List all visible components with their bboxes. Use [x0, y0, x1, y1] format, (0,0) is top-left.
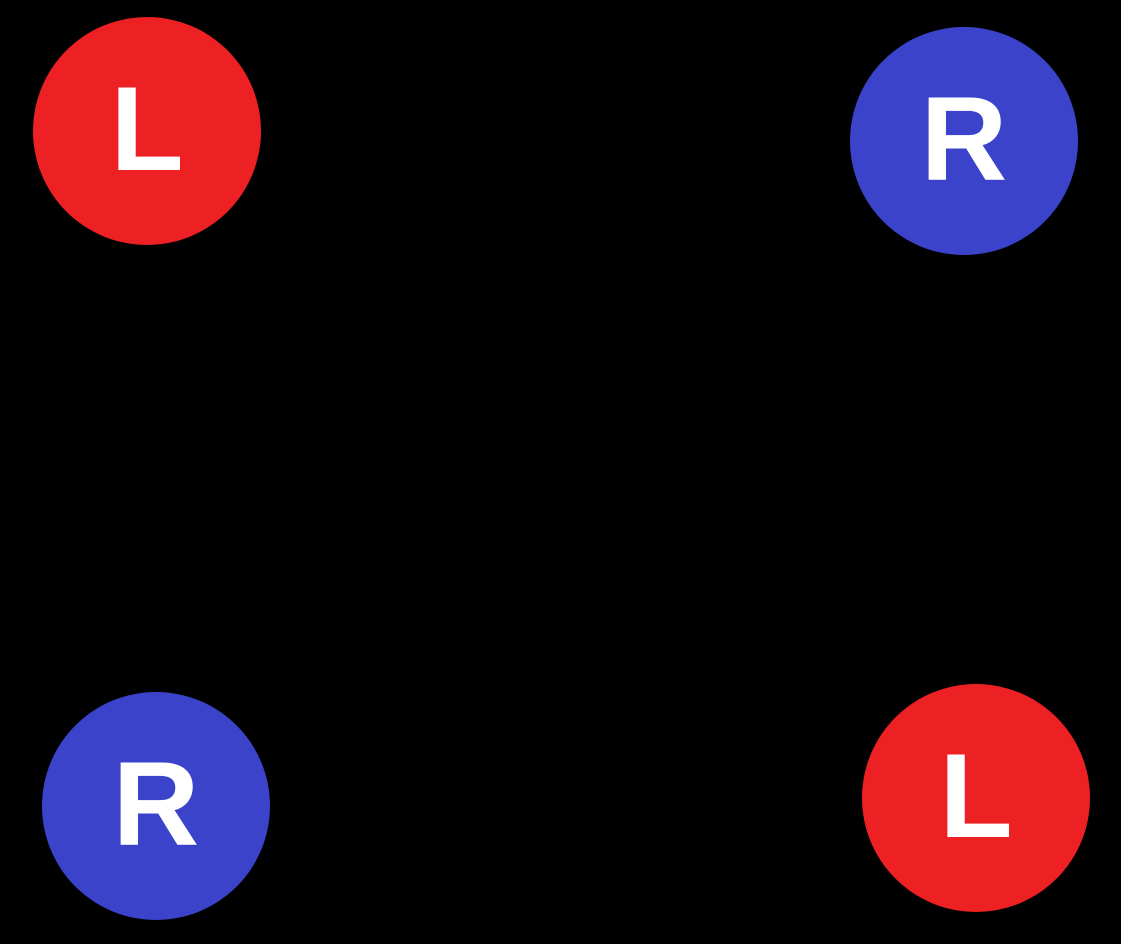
- marker-label-bottom-right: L: [939, 729, 1013, 863]
- marker-top-left[interactable]: L: [33, 17, 261, 245]
- marker-label-bottom-left: R: [112, 737, 200, 871]
- marker-top-right[interactable]: R: [850, 27, 1078, 255]
- marker-bottom-right[interactable]: L: [862, 684, 1090, 912]
- marker-label-top-right: R: [920, 72, 1008, 206]
- marker-label-top-left: L: [110, 62, 184, 196]
- marker-bottom-left[interactable]: R: [42, 692, 270, 920]
